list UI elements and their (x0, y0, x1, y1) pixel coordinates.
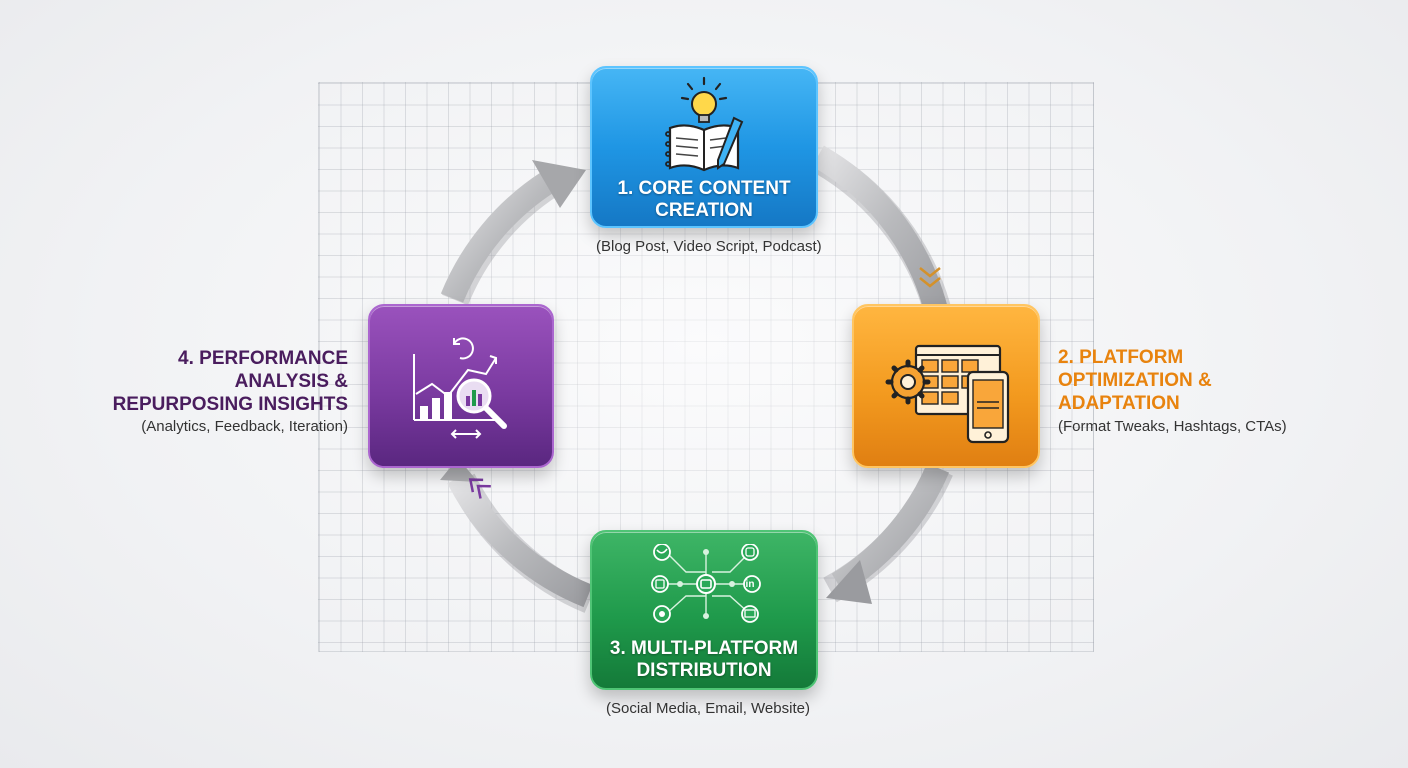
step-1-caption: (Blog Post, Video Script, Podcast) (596, 238, 822, 255)
svg-text:in: in (746, 579, 755, 590)
step-4-title-line1: 4. PERFORMANCE (178, 348, 348, 369)
step-1-title-line2: CREATION (655, 200, 753, 221)
arrowhead-to-step-3 (826, 560, 872, 604)
social-network-hub-icon: in (651, 544, 761, 623)
step-3-title-line2: DISTRIBUTION (636, 660, 772, 681)
step-2-title-line3: ADAPTATION (1058, 393, 1180, 414)
arc-arrow-1-to-2 (811, 145, 950, 321)
chevron-icon-left (468, 478, 491, 499)
arc-arrow-4-to-1 (440, 171, 555, 303)
gear-devices-icon (885, 344, 1010, 444)
step-1-card: 1. CORE CONTENT CREATION (590, 66, 818, 228)
step-4-caption: (Analytics, Feedback, Iteration) (141, 418, 348, 435)
step-3-title-line1: 3. MULTI-PLATFORM (609, 638, 799, 659)
analytics-magnifier-icon (413, 337, 507, 439)
step-3-caption: (Social Media, Email, Website) (606, 700, 810, 717)
step-3-card: in 3. MULTI-PLATFORM DISTRIBUTION (590, 530, 818, 690)
step-4-title-line3: REPURPOSING INSIGHTS (112, 394, 348, 415)
step-2-title-line2: OPTIMIZATION & (1058, 370, 1212, 391)
arc-arrow-3-to-4 (447, 472, 593, 608)
arrowhead-to-step-4 (440, 458, 478, 482)
chevron-icon-right (919, 267, 941, 288)
step-2-caption: (Format Tweaks, Hashtags, CTAs) (1058, 418, 1287, 435)
step-2-title-line1: 2. PLATFORM (1058, 347, 1184, 368)
step-4-card (368, 304, 554, 468)
step-2-card (852, 304, 1040, 468)
arrowhead-to-step-1 (532, 160, 586, 208)
step-1-title-line1: 1. CORE CONTENT (617, 178, 791, 199)
step-4-title-line2: ANALYSIS & (234, 371, 348, 392)
lightbulb-notebook-icon (665, 76, 744, 172)
